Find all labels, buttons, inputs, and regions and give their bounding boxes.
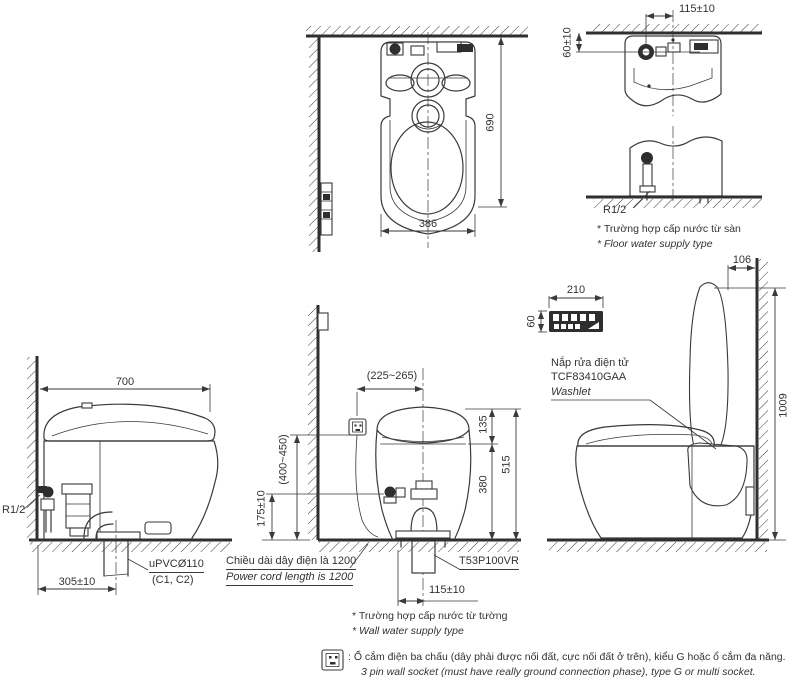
lid-profile [43,403,216,442]
top-view [306,26,528,252]
wall-hatch [593,24,762,33]
bowl-opening [390,121,464,215]
dim-inlet-height: 175±10 [255,490,268,527]
socket-note-vi: : Ổ cắm điện ba chấu (dây phải được nối … [348,651,786,663]
floor-supply-valve [641,152,653,164]
dim-remote-width: 210 [566,284,586,296]
wall-supply-note-en: * Wall water supply type [352,625,464,637]
dim-overall-length: 700 [115,376,135,388]
wall-hatch-top [306,26,528,35]
floor-supply-front-view [586,126,762,209]
wall-hatch [27,357,36,540]
drain-spec-line1: uPVCØ110 [149,558,204,573]
wall-hatch [759,259,768,540]
dim-remote-height: 60 [525,315,538,328]
socket-icon [348,418,367,436]
dim-lid-to-wall: 106 [732,254,752,266]
side-view [538,258,786,552]
dim-socket-height: (400~450) [277,434,290,485]
dim-top-width: 386 [418,218,438,230]
socket-icon-legend [321,649,344,671]
remote-control [549,311,603,332]
toilet-top-outline [380,41,476,235]
wall-hatch-left [309,36,318,252]
floor-hatch [319,542,519,552]
dim-drain-to-wall: 305±10 [58,576,96,588]
washlet-label-en: Washlet [551,386,591,398]
water-inlet [383,486,406,504]
drain-model-label: T53P100VR [459,555,519,570]
flush-valve [410,62,446,98]
floor-supply-note-vi: * Trường hợp cấp nước từ sàn [597,223,741,235]
washlet-label-vi: Nắp rửa điện tử [551,357,629,369]
pipe-size-label-floor: R1/2 [603,204,627,216]
wall-stop-valve [317,312,329,331]
wall-hatch [308,306,317,540]
dim-overall-height: 1009 [777,393,790,418]
flush-mechanism [61,483,172,537]
dim-total-height: 515 [500,455,513,474]
rear-view [262,305,521,606]
washlet-model: TCF83410GAA [551,371,627,383]
dim-top-depth: 690 [484,113,497,132]
dim-floor-supply-horizontal: 115±10 [679,3,715,15]
dim-seat-height: 135 [477,415,490,434]
dim-socket-horizontal: (225~265) [366,370,418,382]
floor-hatch [593,199,762,208]
floor-hatch [549,542,767,552]
toilet-partial-front [629,136,723,197]
open-lid [688,282,729,458]
wall-supply-fixture [320,182,333,236]
washlet-hinge [687,442,748,507]
cord-note-vi: Chiều dài dây điện là 1200 [226,555,357,570]
socket-note-en: 3 pin wall socket (must have really grou… [361,666,756,678]
pipe-size-label-wall: R1/2 [2,504,26,516]
wall-supply-valve [38,486,55,533]
dim-drain-offset: 115±10 [429,584,465,596]
seat-profile [577,424,715,447]
floor-supply-top-view [576,10,762,116]
floor-hatch [30,542,230,552]
cord-note-en: Power cord length is 1200 [226,571,354,586]
drain-pipe [103,520,129,598]
floor-supply-note-en: * Floor water supply type [597,238,713,250]
drain-spec-line2: (C1, C2) [152,574,194,586]
side-section-view [23,356,232,598]
dim-rim-height: 380 [477,475,490,494]
wall-supply-note-vi: * Trường hợp cấp nước từ tường [352,610,508,622]
power-cord [355,434,379,538]
dim-floor-supply-vertical: 60±10 [561,27,574,58]
